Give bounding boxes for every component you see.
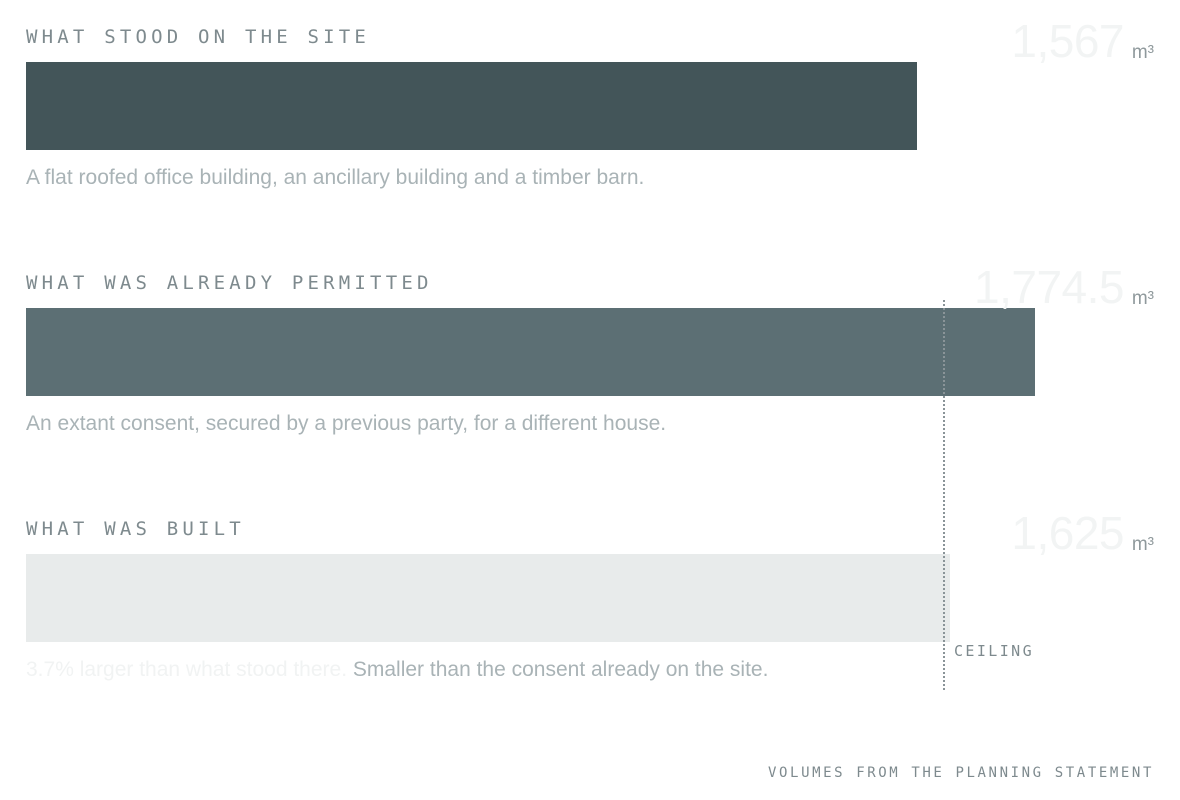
bar-caption: A flat roofed office building, an ancill… <box>26 166 644 190</box>
bar-caption: An extant consent, secured by a previous… <box>26 412 666 436</box>
bar-caption: 3.7% larger than what stood there. Small… <box>26 658 768 682</box>
unit-label: m³ <box>1131 288 1154 309</box>
bar-stood <box>26 62 917 150</box>
source-footnote: VOLUMES FROM THE PLANNING STATEMENT <box>767 765 1154 781</box>
caption-text: Smaller than the consent already on the … <box>347 658 769 681</box>
caption-text: An extant consent, secured by a previous… <box>26 412 667 435</box>
bar-permitted <box>26 308 1035 396</box>
value-label: 1,567 <box>1011 15 1124 67</box>
caption-text: A flat roofed office building, an ancill… <box>26 166 645 189</box>
unit-label: m³ <box>1131 534 1154 555</box>
ceiling-line <box>943 300 945 690</box>
caption-faded: 3.7% larger than what stood there. <box>26 658 348 681</box>
bar-built <box>26 554 950 642</box>
value-label: 1,774.5 <box>974 261 1124 313</box>
category-label: WHAT WAS BUILT <box>26 518 245 540</box>
category-label: WHAT WAS ALREADY PERMITTED <box>26 272 433 294</box>
category-label: WHAT STOOD ON THE SITE <box>26 26 371 48</box>
value-label: 1,625 <box>1011 507 1124 559</box>
unit-label: m³ <box>1131 42 1154 63</box>
ceiling-label: CEILING <box>954 642 1035 660</box>
